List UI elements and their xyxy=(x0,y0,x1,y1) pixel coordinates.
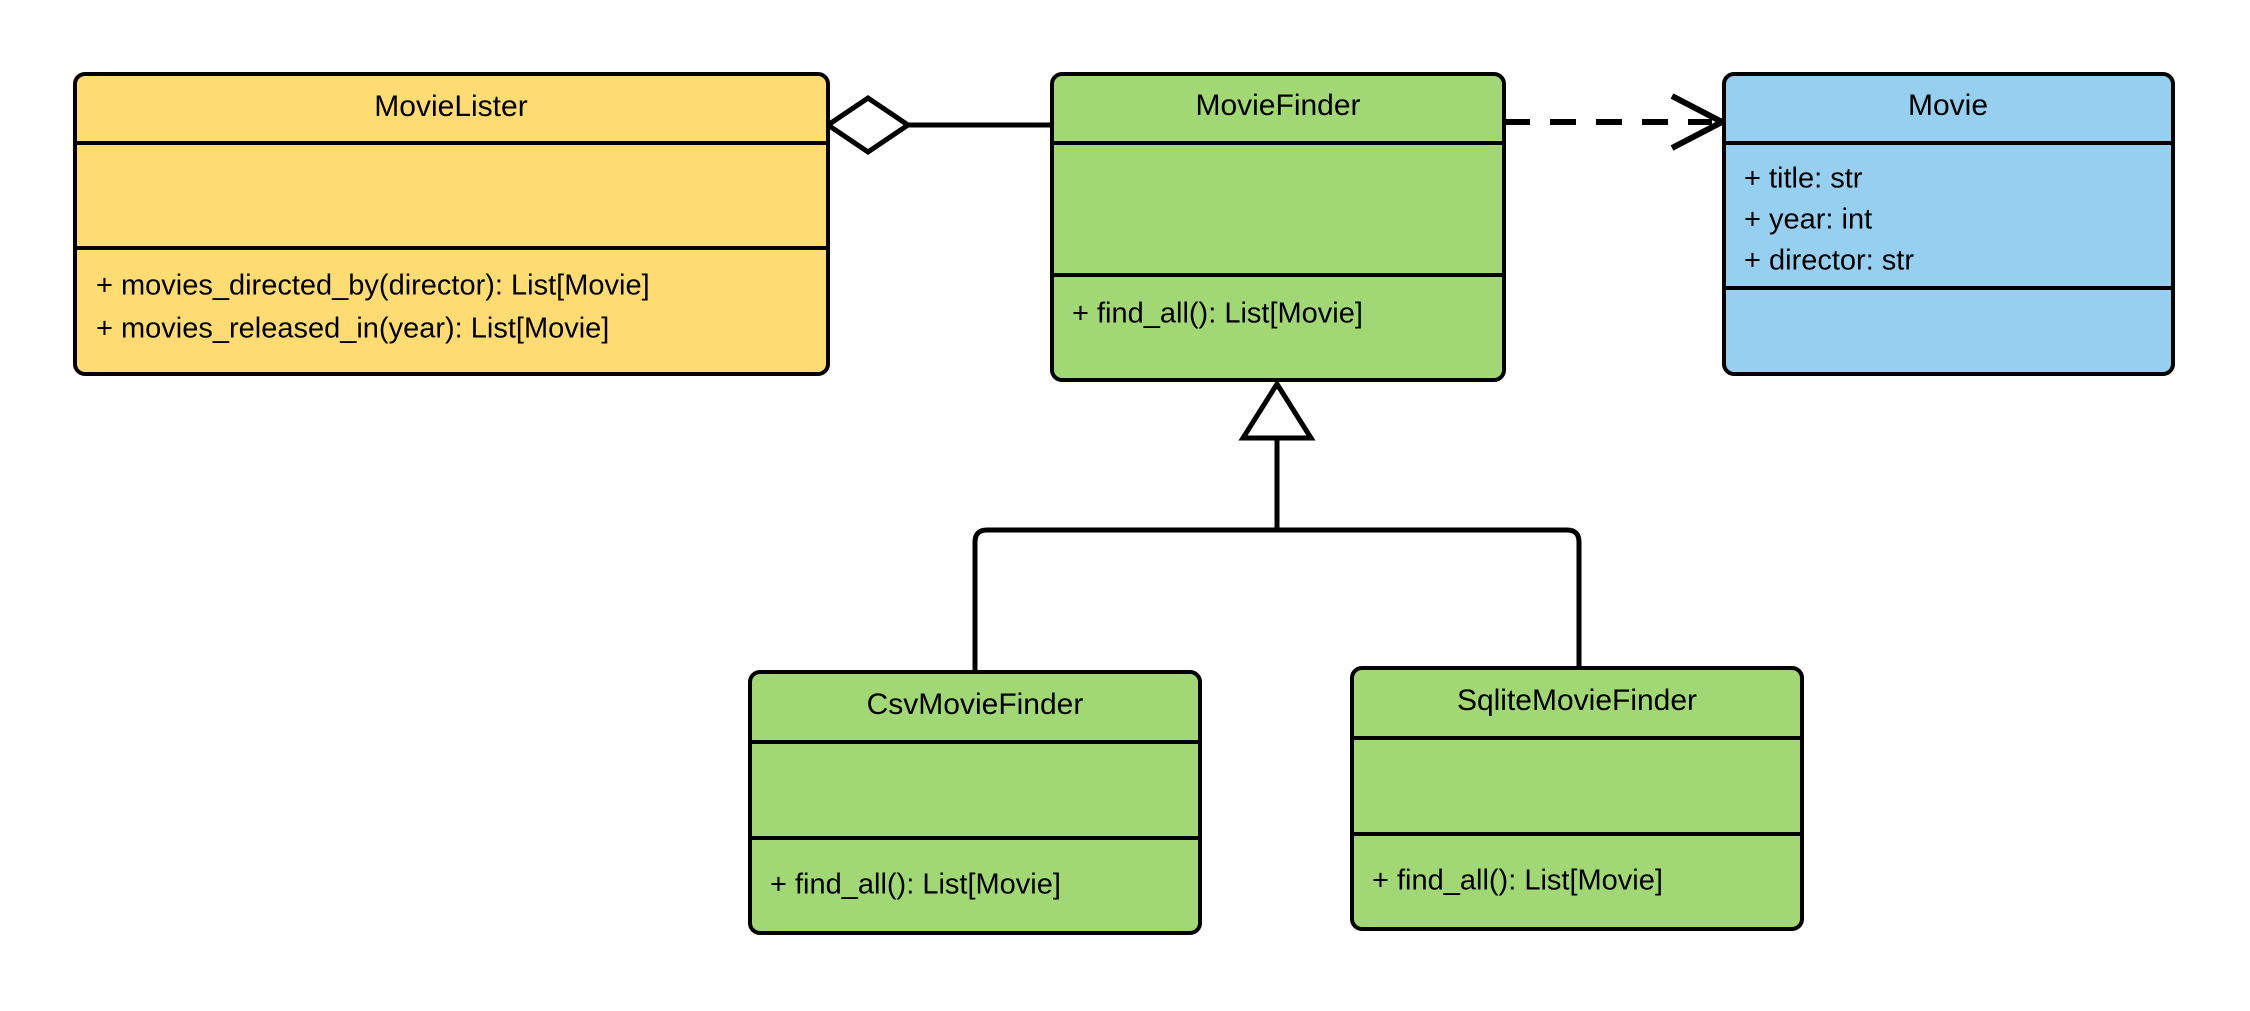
aggregation-diamond-icon xyxy=(823,94,913,156)
movie-attribute-2: + director: str xyxy=(1744,245,1914,277)
generalization-branch-bar xyxy=(972,527,1582,672)
movielister-class-name: MovieLister xyxy=(374,90,527,123)
class-box-movielister[interactable]: MovieLister + movies_directed_by(directo… xyxy=(73,72,830,376)
class-box-moviefinder[interactable]: MovieFinder + find_all(): List[Movie] xyxy=(1050,72,1506,382)
moviefinder-class-name: MovieFinder xyxy=(1195,89,1360,122)
sqlitemoviefinder-class-name: SqliteMovieFinder xyxy=(1457,684,1697,717)
movie-class-name: Movie xyxy=(1908,89,1988,122)
generalization-triangle-icon xyxy=(1238,379,1316,441)
class-box-movie[interactable]: Movie + title: str + year: int + directo… xyxy=(1722,72,2175,376)
movielister-method-1: + movies_released_in(year): List[Movie] xyxy=(96,313,609,345)
class-box-sqlitemoviefinder[interactable]: SqliteMovieFinder + find_all(): List[Mov… xyxy=(1350,666,1804,931)
moviefinder-box-shape[interactable] xyxy=(1050,72,1506,382)
sqlitemoviefinder-box-shape[interactable] xyxy=(1350,666,1804,931)
movielister-method-0: + movies_directed_by(director): List[Mov… xyxy=(96,270,650,302)
movie-attribute-1: + year: int xyxy=(1744,204,1872,236)
sqlitemoviefinder-method-0: + find_all(): List[Movie] xyxy=(1372,865,1663,897)
csvmoviefinder-method-0: + find_all(): List[Movie] xyxy=(770,869,1061,901)
movie-box-shape[interactable] xyxy=(1722,72,2175,376)
moviefinder-method-0: + find_all(): List[Movie] xyxy=(1072,298,1363,330)
csvmoviefinder-box-shape[interactable] xyxy=(748,670,1202,935)
movielister-box-shape[interactable] xyxy=(73,72,830,376)
movie-attribute-0: + title: str xyxy=(1744,163,1863,195)
csvmoviefinder-class-name: CsvMovieFinder xyxy=(867,688,1084,721)
class-box-csvmoviefinder[interactable]: CsvMovieFinder + find_all(): List[Movie] xyxy=(748,670,1202,935)
